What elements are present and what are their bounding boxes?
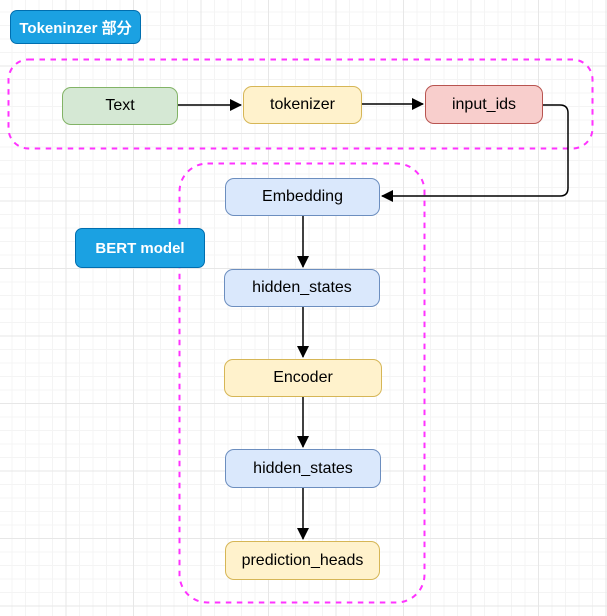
- node-tokenizer[interactable]: tokenizer: [243, 86, 362, 124]
- node-hidden-states-1[interactable]: hidden_states: [224, 269, 380, 307]
- edge-input-ids-to-embedding[interactable]: [381, 104, 569, 202]
- node-encoder[interactable]: Encoder: [224, 359, 382, 397]
- node-prediction-heads-label: prediction_heads: [241, 551, 364, 569]
- node-prediction-heads[interactable]: prediction_heads: [225, 541, 380, 580]
- tokenizer-section-container[interactable]: [7, 58, 594, 150]
- bert-model-label[interactable]: BERT model: [75, 228, 205, 268]
- node-hidden-states-2[interactable]: hidden_states: [225, 449, 381, 488]
- bert-model-label-text: BERT model: [95, 239, 185, 257]
- node-input-ids[interactable]: input_ids: [425, 85, 543, 124]
- node-text[interactable]: Text: [62, 87, 178, 125]
- node-tokenizer-label: tokenizer: [270, 96, 335, 113]
- tokenizer-section-label-text: Tokeninzer 部分: [19, 19, 132, 37]
- node-hidden-states-2-label: hidden_states: [253, 459, 353, 477]
- tokenizer-section-label[interactable]: Tokeninzer 部分: [10, 10, 141, 44]
- node-text-label: Text: [105, 97, 135, 114]
- node-input-ids-label: input_ids: [451, 95, 517, 113]
- node-embedding-label: Embedding: [262, 188, 343, 205]
- node-hidden-states-1-label: hidden_states: [252, 279, 352, 296]
- node-encoder-label: Encoder: [273, 369, 333, 386]
- node-embedding[interactable]: Embedding: [225, 178, 380, 216]
